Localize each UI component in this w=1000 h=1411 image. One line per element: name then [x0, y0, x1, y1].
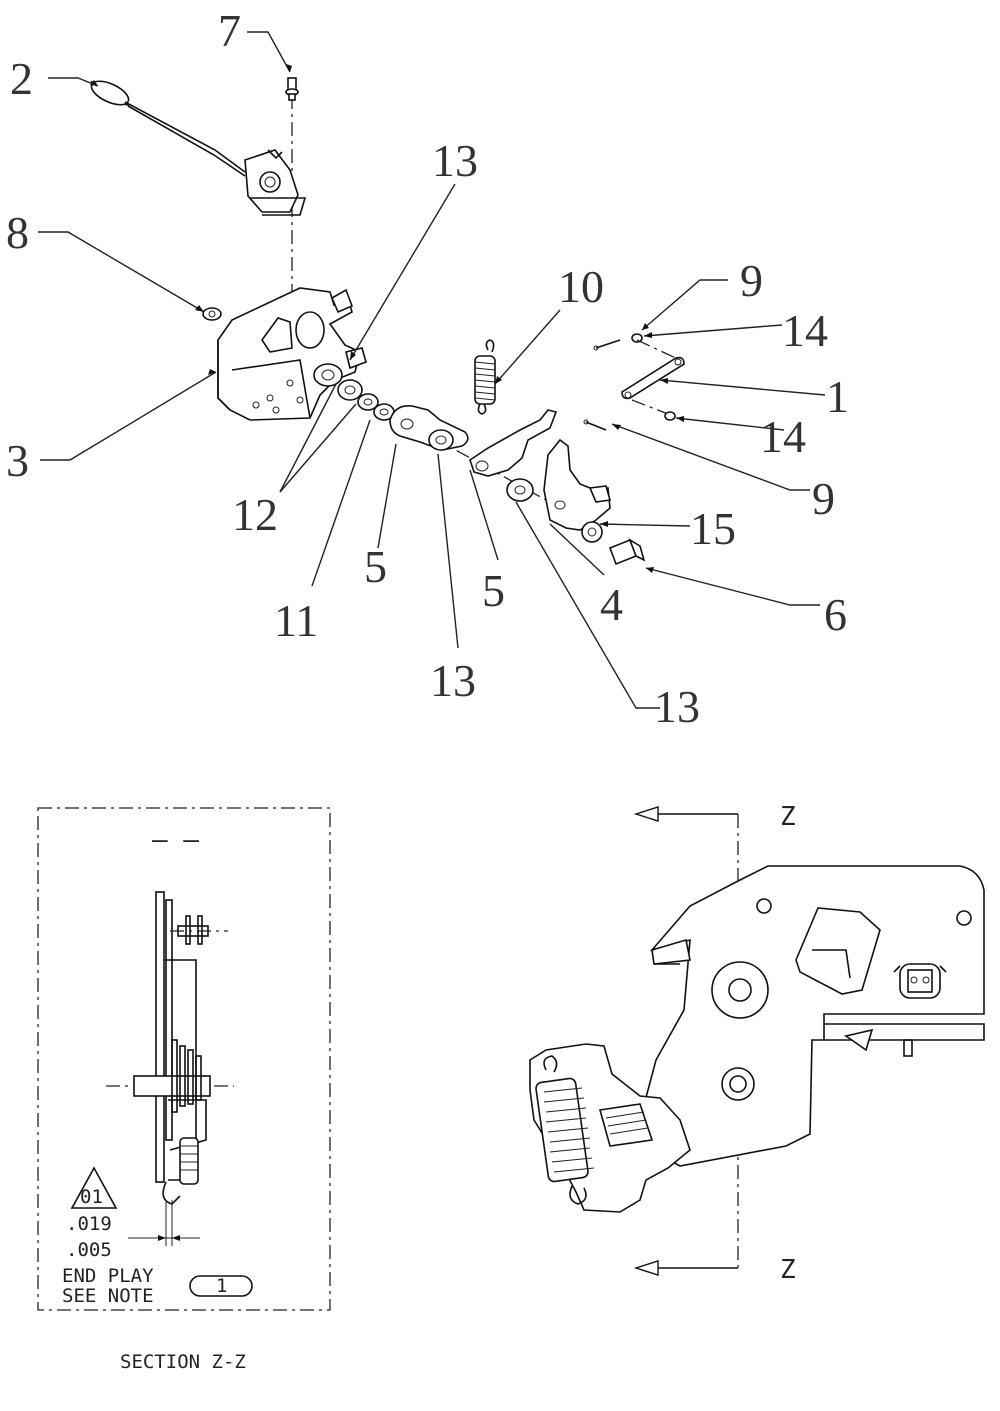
tolerance-upper: .019	[66, 1213, 112, 1235]
callout-1: 1	[826, 371, 849, 422]
callout-6: 6	[824, 589, 847, 640]
note-number: 1	[216, 1275, 227, 1297]
part-11-washer	[357, 393, 395, 421]
part-9-pin-top	[593, 339, 621, 351]
callout-3: 3	[6, 435, 29, 486]
part-2-cable-assembly	[90, 80, 307, 216]
callout-13-middle: 13	[430, 655, 476, 706]
assembled-spring	[535, 1055, 595, 1205]
callout-14-top: 14	[782, 305, 828, 356]
section-top-dashes: – –	[152, 825, 199, 855]
callout-9-top: 9	[740, 255, 763, 306]
part-14-clip-bottom	[664, 411, 676, 421]
part-4-plate	[543, 438, 612, 531]
callout-13-bottom: 13	[654, 681, 700, 732]
part-13-washer-low	[506, 478, 534, 502]
callout-7: 7	[218, 5, 241, 56]
cut-label-bottom: Z	[780, 1255, 796, 1285]
callout-8: 8	[6, 207, 29, 258]
callout-2: 2	[10, 53, 33, 104]
part-13-washer-mid	[428, 429, 454, 451]
assembled-switch	[893, 963, 947, 999]
part-5-lever-b	[469, 409, 558, 477]
part-8-nut	[202, 307, 222, 321]
part-6-bolt	[608, 538, 646, 566]
part-12-washers	[313, 363, 363, 401]
leader-arrowheads	[90, 64, 684, 573]
callout-4: 4	[600, 579, 623, 630]
part-10-spring	[474, 339, 496, 415]
cut-label-top: Z	[780, 802, 796, 832]
callout-5-left: 5	[364, 541, 387, 592]
part-15-bushing	[581, 521, 603, 543]
callout-5-right: 5	[482, 565, 505, 616]
leader-lines	[38, 31, 826, 709]
callout-9-bottom: 9	[812, 473, 835, 524]
section-z-z-view: – – 01 .019 .005 END PLAY SEE NO	[37, 807, 331, 1373]
part-14-clip-top	[631, 333, 643, 343]
datum-label: 01	[80, 1186, 103, 1208]
callout-14-bottom: 14	[760, 411, 806, 462]
callout-12: 12	[232, 489, 278, 540]
end-play-label: END PLAY	[62, 1265, 154, 1287]
callout-10: 10	[558, 261, 604, 312]
part-1-link	[621, 356, 685, 400]
section-title: SECTION Z-Z	[120, 1351, 246, 1373]
part-7-bolt	[285, 77, 299, 101]
part-3-bracket	[217, 287, 367, 421]
callout-13-top: 13	[432, 135, 478, 186]
tolerance-lower: .005	[66, 1239, 112, 1261]
callout-11: 11	[274, 595, 318, 646]
exploded-view: 7 2 13 8 10 9 14 1 14 3 9 12 15 5 5 4 11…	[6, 5, 849, 732]
assembled-view: Z Z	[529, 802, 985, 1285]
see-note-label: SEE NOTE	[62, 1285, 154, 1307]
callout-15: 15	[690, 503, 736, 554]
part-9-pin-bottom	[583, 419, 607, 431]
